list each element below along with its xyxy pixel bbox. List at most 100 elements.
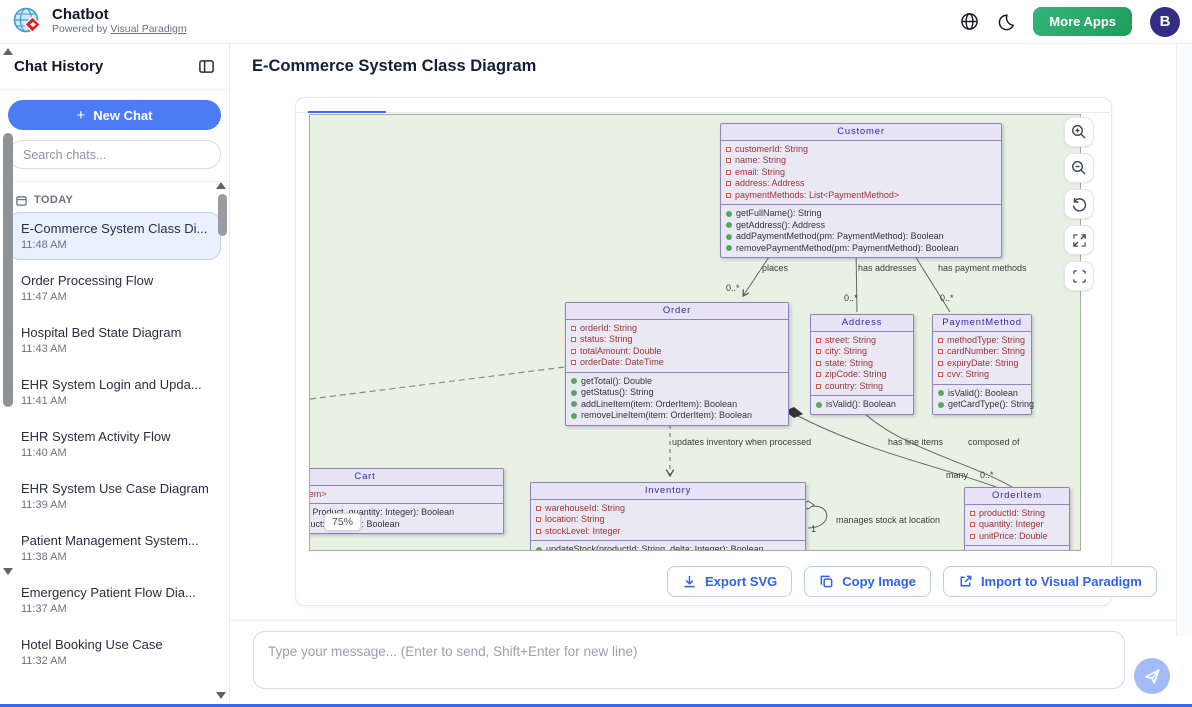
chat-item-title: Emergency Patient Flow Dia...	[21, 585, 196, 600]
edge-label: manages stock at location	[836, 515, 941, 525]
class-attribute: city: String	[816, 346, 908, 358]
message-input[interactable]	[253, 631, 1125, 689]
sidebar-scrollbar-thumb[interactable]	[218, 194, 227, 236]
sidebar-scroll-down-arrow[interactable]	[216, 692, 226, 699]
attribute-icon	[536, 517, 541, 523]
class-attribute: productId: String	[970, 508, 1064, 520]
page-scroll-down-arrow[interactable]	[3, 568, 13, 575]
edge-label: 0..*	[844, 293, 858, 303]
class-attribute: email: String	[726, 167, 996, 179]
expand-button[interactable]	[1064, 225, 1094, 255]
copy-icon	[820, 575, 833, 588]
method-icon	[816, 401, 822, 408]
attribute-icon	[571, 337, 576, 343]
chat-item-title: E-Commerce System Class Di...	[21, 221, 208, 236]
fit-screen-button[interactable]	[1064, 261, 1094, 291]
zoom-in-button[interactable]	[1064, 117, 1094, 147]
more-apps-button[interactable]: More Apps	[1033, 7, 1132, 36]
class-methods: isValid(): Boolean	[811, 395, 913, 414]
chat-history-item[interactable]: Patient Management System... 11:38 AM	[8, 524, 221, 572]
tab-strip	[297, 98, 1110, 113]
app-title: Chatbot	[52, 6, 109, 24]
chat-history-item[interactable]: Emergency Patient Flow Dia...11:37 AM	[8, 576, 221, 624]
external-link-icon	[960, 575, 972, 587]
language-globe-icon[interactable]	[960, 12, 979, 31]
method-icon	[938, 401, 944, 408]
attribute-icon	[726, 146, 731, 152]
user-avatar[interactable]: B	[1150, 6, 1180, 37]
class-attribute: address: Address	[726, 178, 996, 190]
sidebar-scroll-up-arrow[interactable]	[216, 182, 226, 189]
class-attribute: country: String	[816, 381, 908, 393]
attribute-icon	[970, 510, 975, 516]
export-svg-button[interactable]: Export SVG	[667, 566, 793, 597]
page-scrollbar-thumb[interactable]	[3, 133, 13, 407]
attribute-icon	[726, 169, 731, 175]
page-scroll-up-arrow[interactable]	[3, 48, 13, 55]
method-icon	[726, 233, 732, 240]
class-method: getCardType(): String	[938, 399, 1034, 411]
chat-history-item[interactable]: Hospital Bed State Diagram 11:43 AM	[8, 316, 221, 364]
canvas-controls	[1064, 117, 1094, 291]
reset-view-button[interactable]	[1064, 189, 1094, 219]
class-title: Inventory	[531, 483, 805, 500]
class-title: Address	[811, 315, 913, 332]
send-button[interactable]	[1134, 658, 1170, 694]
new-chat-button[interactable]: + New Chat	[8, 100, 221, 130]
chat-item-time: 11:38 AM	[21, 551, 67, 563]
search-input[interactable]	[8, 140, 221, 169]
powered-by: Powered by Visual Paradigm	[52, 22, 187, 35]
visual-paradigm-link[interactable]: Visual Paradigm	[110, 22, 187, 35]
edge-label: 0..*	[980, 470, 994, 480]
import-to-vp-button[interactable]: Import to Visual Paradigm	[942, 566, 1157, 597]
chat-item-title: Hospital Bed State Diagram	[21, 325, 182, 340]
method-icon	[726, 210, 732, 217]
collapse-panel-icon[interactable]	[198, 58, 215, 75]
class-method: removePaymentMethod(pm: PaymentMethod): …	[726, 243, 996, 255]
method-icon	[726, 222, 732, 229]
edge-label: 0..*	[726, 283, 740, 293]
attribute-icon	[571, 348, 576, 354]
dark-mode-moon-icon[interactable]	[997, 13, 1015, 31]
chat-item-time: 11:43 AM	[21, 343, 67, 355]
chat-item-title: EHR System Login and Upda...	[21, 377, 202, 392]
class-method: getFullName(): String	[726, 208, 996, 220]
zoom-out-button[interactable]	[1064, 153, 1094, 183]
class-attribute: street: String	[816, 335, 908, 347]
main-area: E-Commerce System Class Diagram	[230, 44, 1192, 707]
class-method: removeLineItem(item: OrderItem): Boolean	[571, 410, 783, 422]
attribute-icon	[536, 528, 541, 534]
method-icon	[726, 245, 732, 252]
page-scrollbar[interactable]	[1176, 44, 1192, 636]
attribute-icon	[816, 383, 821, 389]
chat-history-item[interactable]: E-Commerce System Class Di...11:48 AM	[8, 212, 221, 260]
class-attribute: cvv: String	[938, 369, 1026, 381]
class-attribute: warehouseId: String	[536, 503, 800, 515]
class-method: getAddress(): Address	[726, 220, 996, 232]
edge-label: has line items	[888, 437, 944, 447]
chat-history-item[interactable]: EHR System Login and Upda...11:41 AM	[8, 368, 221, 416]
chat-item-title: EHR System Activity Flow	[21, 429, 171, 444]
attribute-icon	[970, 522, 975, 528]
class-attribute: customerId: String	[726, 144, 996, 156]
class-methods: updateStock(productId: String, delta: In…	[531, 540, 805, 550]
chat-item-time: 11:47 AM	[21, 291, 67, 303]
chat-item-title: Patient Management System...	[21, 533, 199, 548]
copy-image-button[interactable]: Copy Image	[804, 566, 931, 597]
class-attribute: status: String	[571, 334, 783, 346]
sidebar-tools: + New Chat	[0, 90, 229, 182]
sidebar-title: Chat History	[14, 58, 104, 75]
